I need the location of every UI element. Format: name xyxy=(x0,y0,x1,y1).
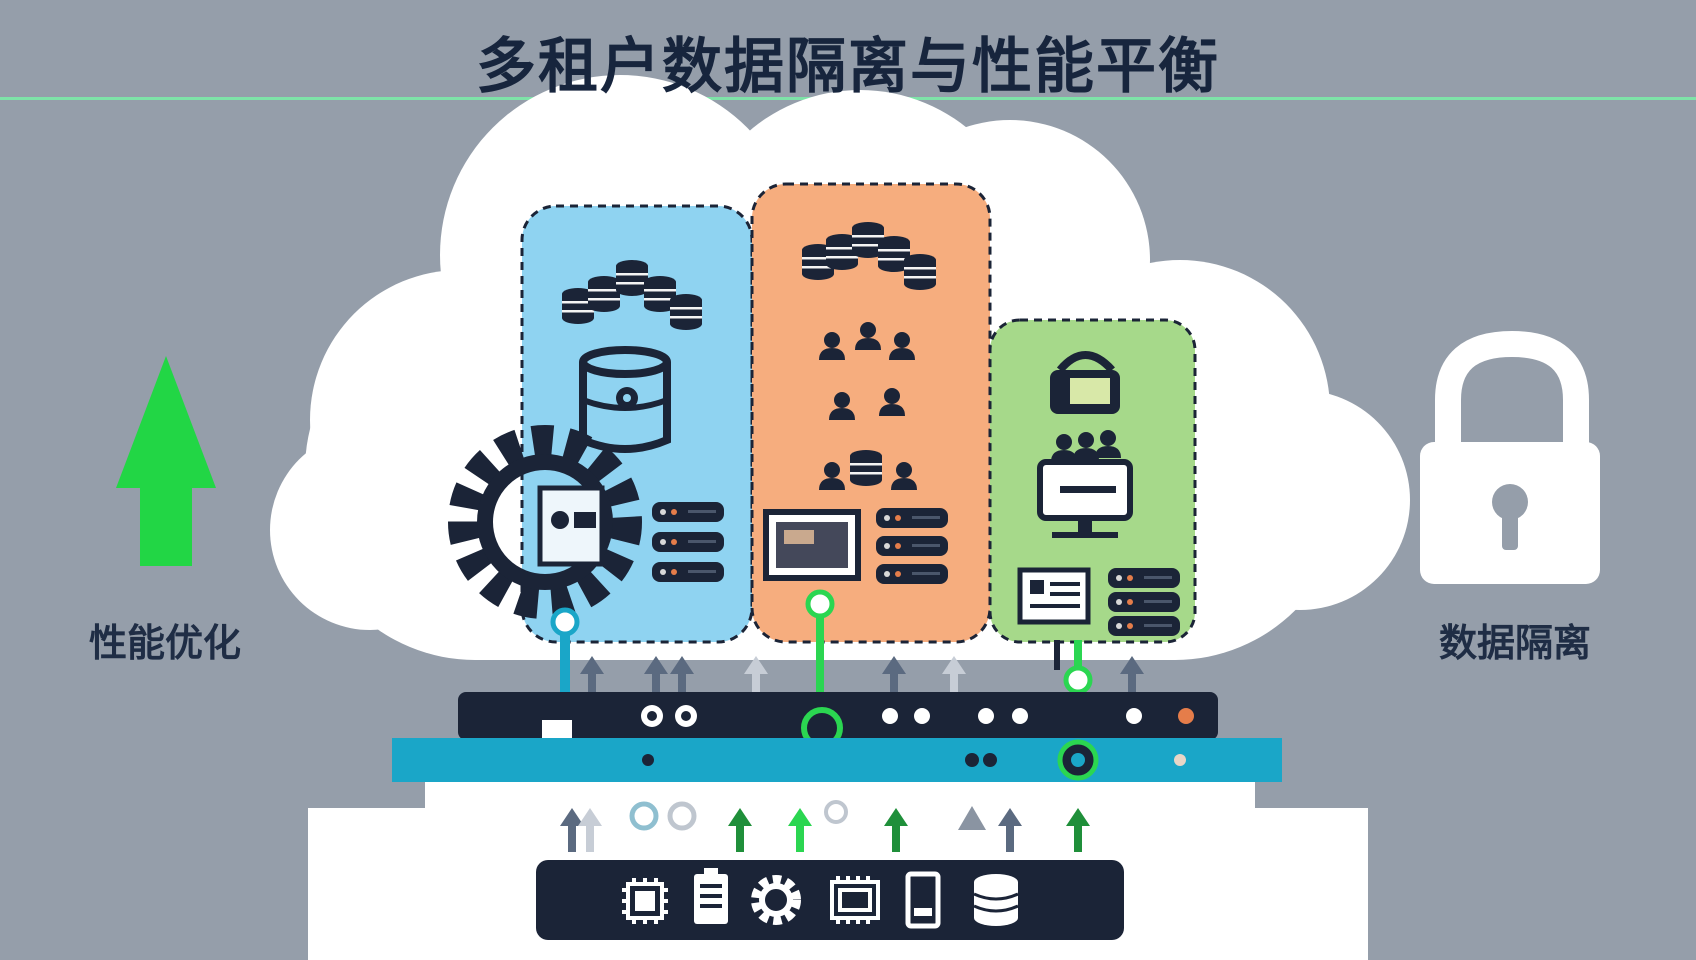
performance-label: 性能优化 xyxy=(88,621,241,665)
gear-icon xyxy=(448,425,642,619)
control-bus xyxy=(458,692,1218,749)
tenant-panel-green xyxy=(988,318,1197,644)
tenant-panel-blue xyxy=(448,204,754,644)
chip-icon xyxy=(830,876,880,924)
page-title: 多租户数据隔离与性能平衡 xyxy=(476,32,1220,102)
isolation-label: 数据隔离 xyxy=(1438,621,1591,665)
mobile-device-icon xyxy=(905,871,941,929)
data-bus xyxy=(392,738,1282,782)
resource-bar xyxy=(536,860,1124,940)
monitor-icon xyxy=(763,509,861,581)
up-arrow-icon xyxy=(116,356,216,566)
secure-storage-icon xyxy=(1050,351,1120,414)
cpu-icon xyxy=(622,878,668,924)
battery-icon xyxy=(694,868,728,924)
computer-icon xyxy=(1037,459,1133,538)
tenant-panel-orange xyxy=(750,182,992,644)
database-icon xyxy=(973,874,1019,926)
gear-icon xyxy=(751,875,801,925)
lower-arrows xyxy=(560,800,1090,852)
padlock-icon xyxy=(1420,330,1600,584)
document-panel-icon xyxy=(1017,567,1091,625)
